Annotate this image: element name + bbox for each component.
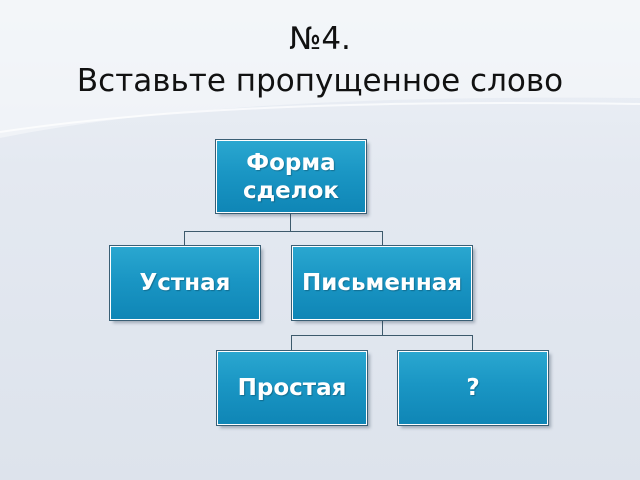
node-missing-word: ? xyxy=(397,350,549,426)
connector-to-question xyxy=(472,335,473,350)
node-prostaya: Простая xyxy=(216,350,368,426)
node-root-label: Форма сделок xyxy=(242,149,340,204)
connector-root-bar xyxy=(184,231,383,232)
title-text: Вставьте пропущенное слово xyxy=(76,63,564,99)
node-root: Форма сделок xyxy=(215,139,367,214)
node-pismennaya-label: Письменная xyxy=(301,270,462,296)
connector-to-prostaya xyxy=(291,335,292,350)
title-number: №4. xyxy=(289,21,351,57)
connector-to-pismennaya xyxy=(382,231,383,245)
node-prostaya-label: Простая xyxy=(237,375,347,401)
slide-title: №4. Вставьте пропущенное слово xyxy=(0,18,640,102)
connector-pismennaya-stem xyxy=(382,320,383,335)
connector-level2-bar xyxy=(291,335,473,336)
node-pismennaya: Письменная xyxy=(291,245,473,321)
node-ustnaya: Устная xyxy=(109,245,261,321)
node-missing-word-label: ? xyxy=(466,375,480,401)
node-ustnaya-label: Устная xyxy=(139,270,231,296)
connector-to-ustnaya xyxy=(184,231,185,245)
connector-root-stem xyxy=(290,213,291,231)
